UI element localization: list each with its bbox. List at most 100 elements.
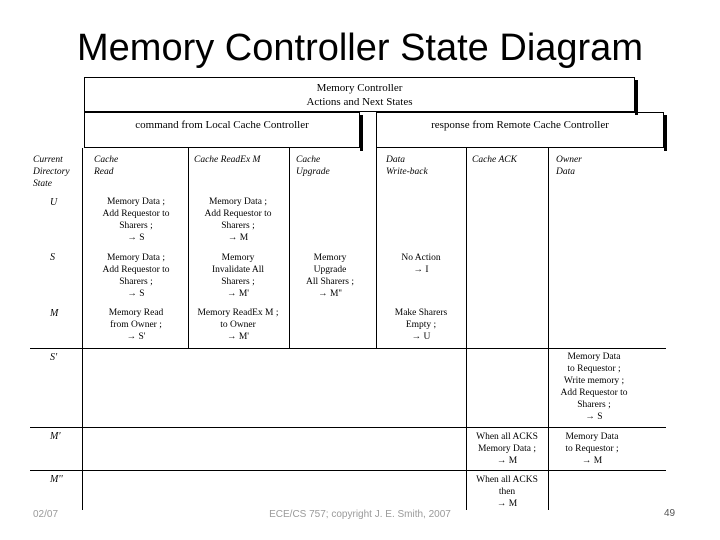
cell-s-cache-read-l4: → S — [127, 289, 145, 299]
cell-m-cache-readex-l1: Memory ReadEx M ; — [197, 308, 279, 318]
colhead-owner-data-l1: Owner — [556, 155, 582, 165]
cell-u-cache-read-l4: → S — [127, 233, 145, 243]
cell-s-cache-readex-l2: Invalidate All — [212, 265, 264, 275]
grid-line-h2 — [30, 427, 666, 428]
footer-credit: ECE/CS 757; copyright J. E. Smith, 2007 — [269, 509, 451, 520]
cell-s-prime-owner-data: Memory Data to Requestor ; Write memory … — [550, 351, 638, 423]
grid-line-h1 — [30, 348, 666, 349]
cell-s-data-writeback-l1: No Action — [401, 253, 441, 263]
header-local-shadow — [360, 115, 363, 151]
cell-m-double-prime-cache-ack-l2: then — [498, 487, 516, 497]
cell-m-prime-cache-ack-l2: Memory Data ; — [477, 444, 537, 454]
cell-u-cache-readex-l3: Sharers ; — [221, 221, 255, 231]
colhead-cache-readex-l1: Cache ReadEx M — [194, 155, 261, 165]
colhead-cache-upgrade-l1: Cache — [296, 155, 321, 165]
cell-m-cache-read-l1: Memory Read — [108, 308, 164, 318]
grid-line-v5 — [466, 148, 467, 510]
grid-line-v6 — [548, 148, 549, 510]
cell-s-prime-owner-data-l4: Add Requestor to — [560, 388, 628, 398]
cell-u-cache-read: Memory Data ; Add Requestor to Sharers ;… — [86, 196, 186, 244]
colhead-cache-upgrade: Cache Upgrade — [296, 154, 372, 178]
colhead-cache-read-l1: Cache — [94, 155, 119, 165]
cell-u-cache-read-l1: Memory Data ; — [106, 197, 166, 207]
cell-m-double-prime-cache-ack-l3: → M — [496, 499, 518, 509]
cell-u-cache-readex: Memory Data ; Add Requestor to Sharers ;… — [188, 196, 288, 244]
grid-line-v4 — [376, 148, 377, 348]
cell-m-data-writeback-l3: → U — [411, 332, 431, 342]
colhead-state-l2: Directory — [33, 167, 70, 177]
footer-date: 02/07 — [33, 509, 59, 520]
colhead-cache-upgrade-l2: Upgrade — [296, 167, 330, 177]
cell-m-double-prime-cache-ack: When all ACKS then → M — [466, 474, 548, 510]
cell-m-cache-readex-l3: → M' — [226, 332, 250, 342]
cell-m-prime-owner-data-l3: → M — [581, 456, 603, 466]
slide-title: Memory Controller State Diagram — [77, 27, 643, 69]
cell-m-cache-read-l3: → S' — [126, 332, 146, 342]
cell-s-prime-owner-data-l1: Memory Data — [567, 352, 621, 362]
cell-m-prime-owner-data: Memory Data to Requestor ; → M — [550, 431, 634, 467]
cell-m-data-writeback: Make Sharers Empty ; → U — [376, 307, 466, 343]
cell-s-prime-owner-data-l2: to Requestor ; — [567, 364, 621, 374]
colhead-owner-data: Owner Data — [556, 154, 628, 178]
cell-m-prime-owner-data-l1: Memory Data — [565, 432, 619, 442]
cell-u-cache-readex-l1: Memory Data ; — [208, 197, 268, 207]
header-remote-label: response from Remote Cache Controller — [431, 119, 609, 131]
cell-s-prime-owner-data-l5: Sharers ; — [577, 400, 611, 410]
cell-m-cache-readex-l2: to Owner — [220, 320, 256, 330]
cell-m-prime-cache-ack-l1: When all ACKS — [476, 432, 538, 442]
cell-u-cache-readex-l4: → M — [227, 233, 249, 243]
cell-s-cache-readex: Memory Invalidate All Sharers ; → M' — [188, 252, 288, 300]
grid-line-h3 — [30, 470, 666, 471]
cell-m-prime-cache-ack-l3: → M — [496, 456, 518, 466]
cell-m-data-writeback-l2: Empty ; — [405, 320, 437, 330]
cell-m-cache-read: Memory Read from Owner ; → S' — [86, 307, 186, 343]
cell-s-cache-readex-l3: Sharers ; — [221, 277, 255, 287]
cell-s-cache-upgrade: Memory Upgrade All Sharers ; → M'' — [287, 252, 373, 300]
row-label-m-double-prime: M'' — [50, 474, 63, 485]
cell-s-cache-upgrade-l1: Memory — [313, 253, 347, 263]
cell-m-double-prime-cache-ack-l1: When all ACKS — [476, 475, 538, 485]
colhead-cache-read: Cache Read — [94, 154, 174, 178]
cell-s-cache-read: Memory Data ; Add Requestor to Sharers ;… — [86, 252, 186, 300]
colhead-state-l1: Current — [33, 155, 63, 165]
cell-s-cache-upgrade-l4: → M'' — [318, 289, 342, 299]
cell-u-cache-read-l3: Sharers ; — [119, 221, 153, 231]
header-local-label: command from Local Cache Controller — [135, 119, 309, 131]
header-main-line1: Memory Controller — [316, 82, 403, 94]
cell-s-cache-read-l2: Add Requestor to — [102, 265, 170, 275]
cell-s-cache-read-l1: Memory Data ; — [106, 253, 166, 263]
colhead-cache-ack: Cache ACK — [472, 154, 544, 166]
colhead-cache-readex: Cache ReadEx M — [194, 154, 286, 166]
colhead-data-writeback-l1: Data — [386, 155, 405, 165]
colhead-data-writeback-l2: Write-back — [386, 167, 428, 177]
cell-m-data-writeback-l1: Make Sharers — [394, 308, 448, 318]
grid-line-v3 — [289, 148, 290, 348]
cell-s-data-writeback: No Action → I — [376, 252, 466, 276]
cell-s-data-writeback-l2: → I — [413, 265, 429, 275]
header-main-line2: Actions and Next States — [306, 96, 413, 108]
row-label-u: U — [50, 197, 58, 208]
cell-u-cache-readex-l2: Add Requestor to — [204, 209, 272, 219]
cell-s-cache-upgrade-l3: All Sharers ; — [305, 277, 355, 287]
header-main-box: Memory Controller Actions and Next State… — [84, 77, 635, 112]
header-main-shadow — [635, 80, 638, 115]
cell-m-cache-read-l2: from Owner ; — [110, 320, 162, 330]
colhead-cache-read-l2: Read — [94, 167, 114, 177]
footer-page-number: 49 — [664, 508, 676, 519]
header-remote-shadow — [664, 115, 667, 151]
cell-u-cache-read-l2: Add Requestor to — [102, 209, 170, 219]
grid-line-v2 — [188, 148, 189, 348]
cell-s-cache-read-l3: Sharers ; — [119, 277, 153, 287]
colhead-state-l3: State — [33, 179, 52, 189]
row-label-s: S — [50, 252, 55, 263]
grid-line-v1 — [82, 148, 83, 510]
colhead-data-writeback: Data Write-back — [386, 154, 462, 178]
row-label-m: M — [50, 308, 59, 319]
colhead-cache-ack-l1: Cache ACK — [472, 155, 517, 165]
cell-m-cache-readex: Memory ReadEx M ; to Owner → M' — [188, 307, 288, 343]
cell-s-cache-readex-l4: → M' — [226, 289, 250, 299]
cell-m-prime-owner-data-l2: to Requestor ; — [565, 444, 619, 454]
colhead-state: Current Directory State — [33, 154, 81, 190]
row-label-s-prime: S' — [50, 352, 58, 363]
header-remote-box: response from Remote Cache Controller — [376, 112, 664, 148]
